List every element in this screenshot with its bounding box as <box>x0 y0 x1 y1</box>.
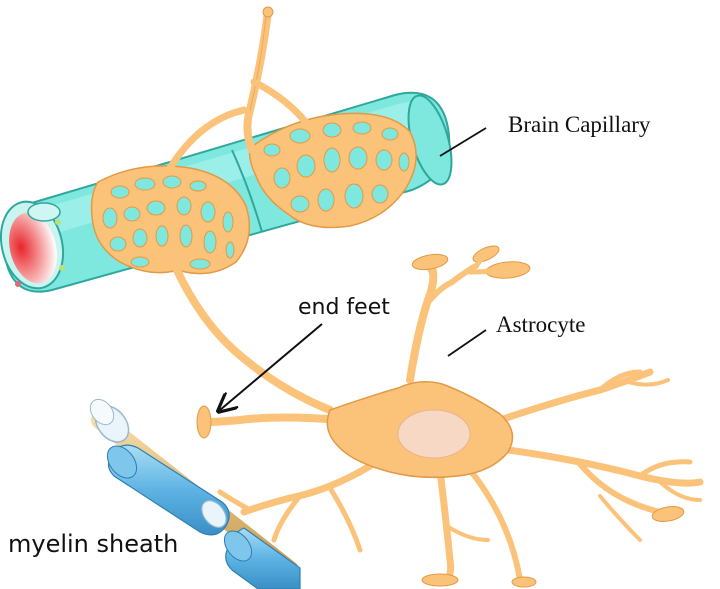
astrocyte-process-left <box>202 413 344 426</box>
astrocyte-process-bottom-1 <box>436 466 455 582</box>
pericyte-dot <box>55 219 61 225</box>
myelinated-axon <box>89 398 301 589</box>
node-of-ranvier <box>201 500 227 528</box>
end-foot-upper-1 <box>411 253 449 271</box>
end-foot-right-tip <box>651 506 685 522</box>
pericyte-dot <box>15 281 21 287</box>
astrocyte <box>172 245 704 588</box>
end-feet-network <box>90 6 417 275</box>
label-brain-capillary: Brain Capillary <box>508 112 651 137</box>
capillary-seam <box>231 149 263 233</box>
astrocyte-process-lower-left <box>240 462 374 516</box>
capillary-process-branch <box>250 78 316 134</box>
label-end-feet: end feet <box>298 295 390 320</box>
pericyte-dot <box>59 265 65 271</box>
astrocyte-process-to-capillary <box>172 264 334 414</box>
capillary-process-branch <box>166 106 248 172</box>
astrocyte-process-upper <box>406 264 438 384</box>
label-astrocyte: Astrocyte <box>496 312 585 337</box>
astrocyte-process-bottom-2 <box>467 467 523 583</box>
capillary-lumen <box>9 212 57 284</box>
astrocyte-pointer-line <box>447 329 487 357</box>
astrocyte-process-right-lower <box>504 446 704 487</box>
astrocyte-nucleus <box>397 409 471 459</box>
capillary-pointer-line <box>439 127 487 157</box>
process-tip <box>262 6 274 18</box>
label-myelin-sheath: myelin sheath <box>8 530 178 558</box>
endothelial-cell <box>27 202 61 222</box>
end-foot-left-tip <box>196 405 212 439</box>
end-feet-arrow <box>220 323 323 410</box>
astrocyte-process-right-upper <box>496 368 654 424</box>
